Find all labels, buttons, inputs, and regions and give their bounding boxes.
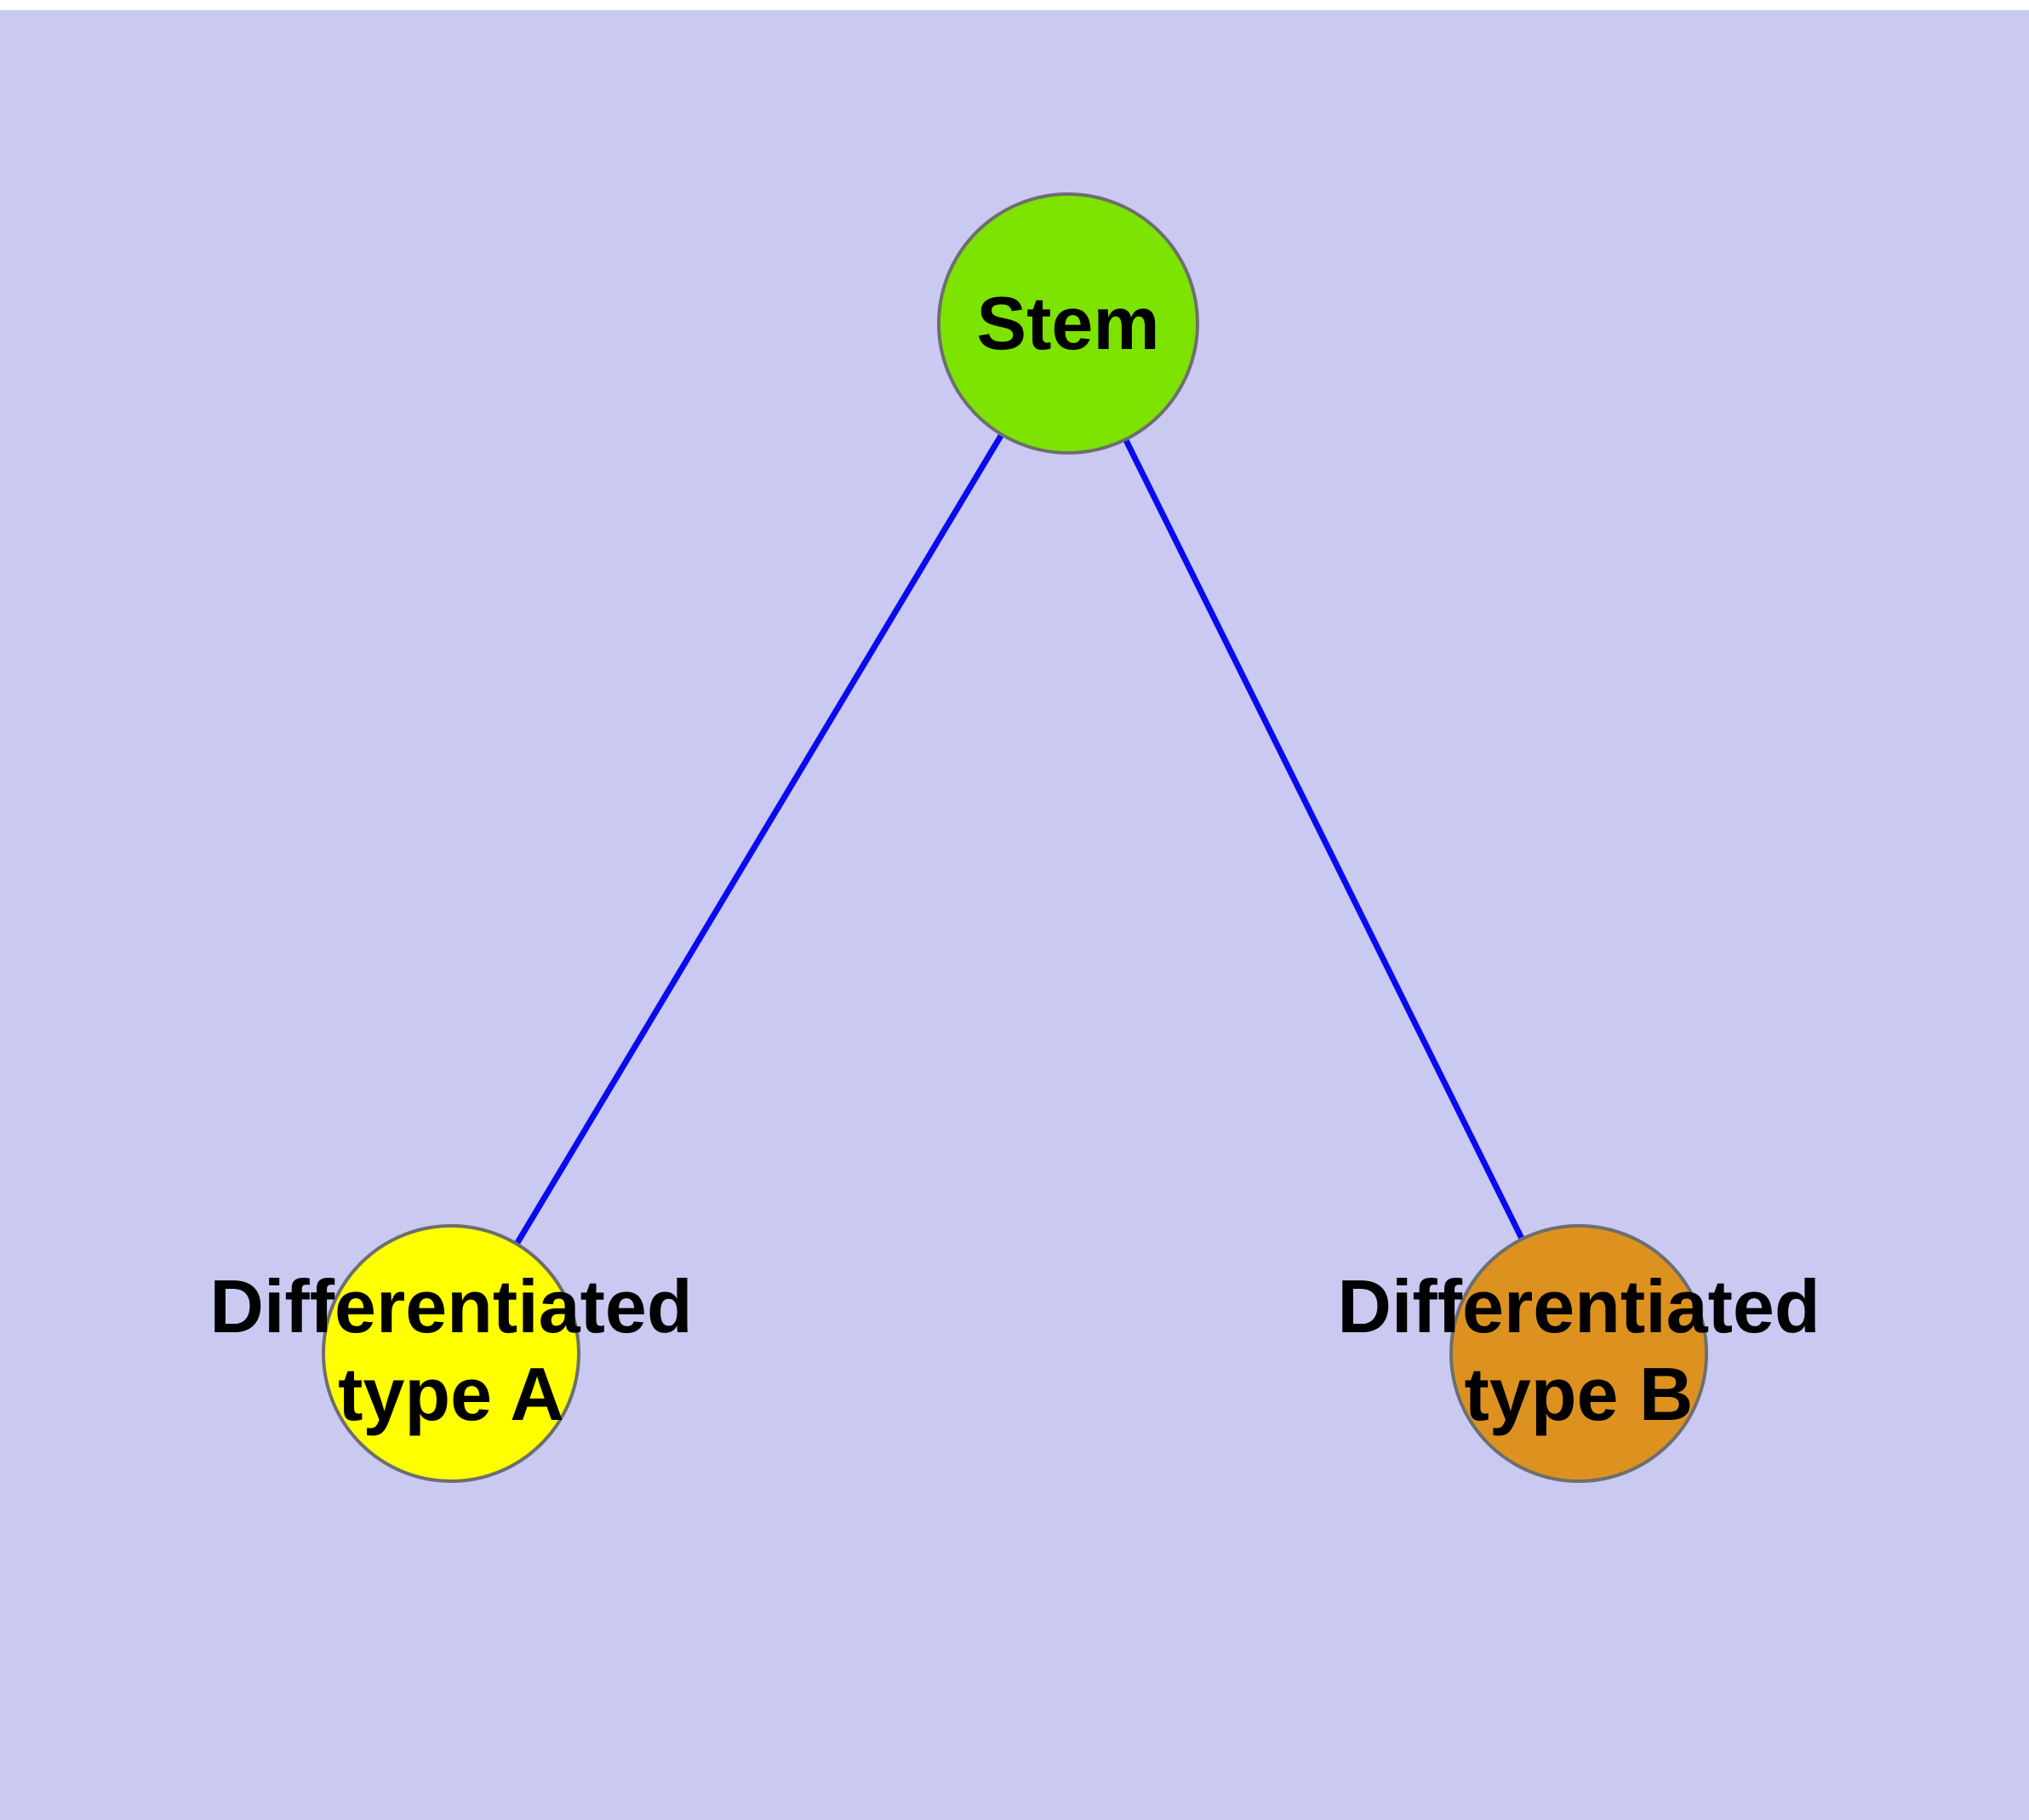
node-stem-label: Stem xyxy=(976,281,1159,365)
node-differentiated-type-b-circle xyxy=(1449,1224,1708,1483)
edge-stem-to-type-b xyxy=(1065,320,1582,1357)
node-differentiated-type-a-circle xyxy=(322,1224,580,1483)
node-differentiated-type-b-label-line1: Differentiated xyxy=(1337,1264,1820,1348)
node-differentiated-type-b-label-line2: type B xyxy=(1465,1352,1694,1436)
node-differentiated-type-a-label-line1: Differentiated xyxy=(209,1264,692,1348)
node-differentiated-type-a-label-line2: type A xyxy=(338,1352,564,1436)
edge-stem-to-type-a xyxy=(448,320,1072,1357)
node-stem-circle xyxy=(937,192,1199,455)
